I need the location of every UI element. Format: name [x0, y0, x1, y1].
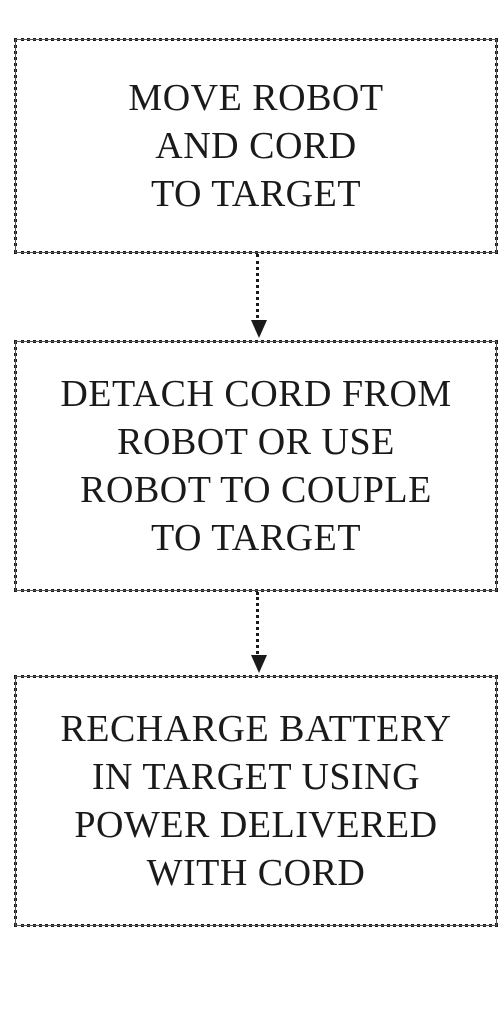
- step-text-line: ROBOT OR USE: [117, 421, 395, 463]
- step-text-line: WITH CORD: [146, 852, 366, 894]
- step-text-line: DETACH CORD FROM: [60, 373, 452, 415]
- step-text-line: TO TARGET: [150, 173, 362, 215]
- step-text-line: POWER DELIVERED: [74, 804, 438, 846]
- flow-arrow-down-icon: [251, 254, 267, 340]
- step-box-move-robot: MOVE ROBOT AND CORD TO TARGET: [14, 38, 498, 254]
- arrow-head: [251, 320, 267, 338]
- arrow-shaft: [256, 254, 259, 324]
- step-box-detach-cord: DETACH CORD FROM ROBOT OR USE ROBOT TO C…: [14, 340, 498, 592]
- step-text-line: RECHARGE BATTERY: [60, 708, 452, 750]
- flow-arrow-down-icon: [251, 592, 267, 675]
- arrow-head: [251, 655, 267, 673]
- step-text-line: AND CORD: [155, 125, 357, 167]
- arrow-shaft: [256, 592, 259, 659]
- step-text-line: TO TARGET: [150, 517, 362, 559]
- step-text-line: IN TARGET USING: [91, 756, 421, 798]
- step-text-line: ROBOT TO COUPLE: [80, 469, 432, 511]
- step-box-recharge-battery: RECHARGE BATTERY IN TARGET USING POWER D…: [14, 675, 498, 927]
- step-text-line: MOVE ROBOT: [128, 77, 384, 119]
